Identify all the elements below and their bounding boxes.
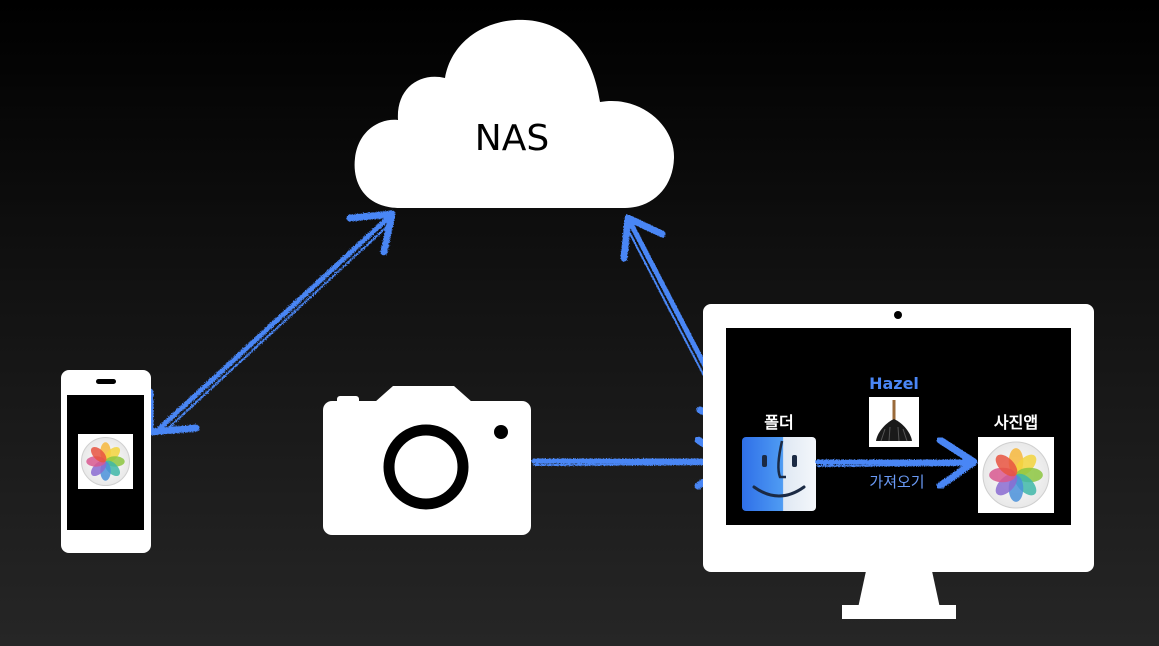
photos-icon	[78, 434, 133, 489]
iphone	[61, 370, 151, 553]
hazel-broom-icon	[869, 397, 919, 447]
cloud-icon	[354, 19, 675, 208]
arrow-folder-photos	[815, 436, 978, 490]
folder-label: 폴더	[764, 413, 793, 432]
camera	[323, 386, 531, 535]
nas-label: NAS	[475, 118, 549, 159]
camera-icon	[323, 386, 531, 535]
phone-speaker	[96, 379, 116, 384]
photos-app-label: 사진앱	[994, 413, 1038, 432]
arrow-camera-folder	[531, 436, 736, 490]
imac-camera	[894, 311, 902, 319]
imac: 폴더 Hazel 사진앱	[703, 304, 1094, 619]
finder-icon	[742, 437, 816, 511]
nas-cloud: NAS	[354, 19, 675, 208]
import-label: 가져오기	[869, 473, 924, 491]
hazel-label: Hazel	[869, 374, 919, 393]
imac-foot	[842, 605, 956, 619]
photos-icon	[978, 437, 1054, 513]
imac-stand	[858, 571, 940, 608]
